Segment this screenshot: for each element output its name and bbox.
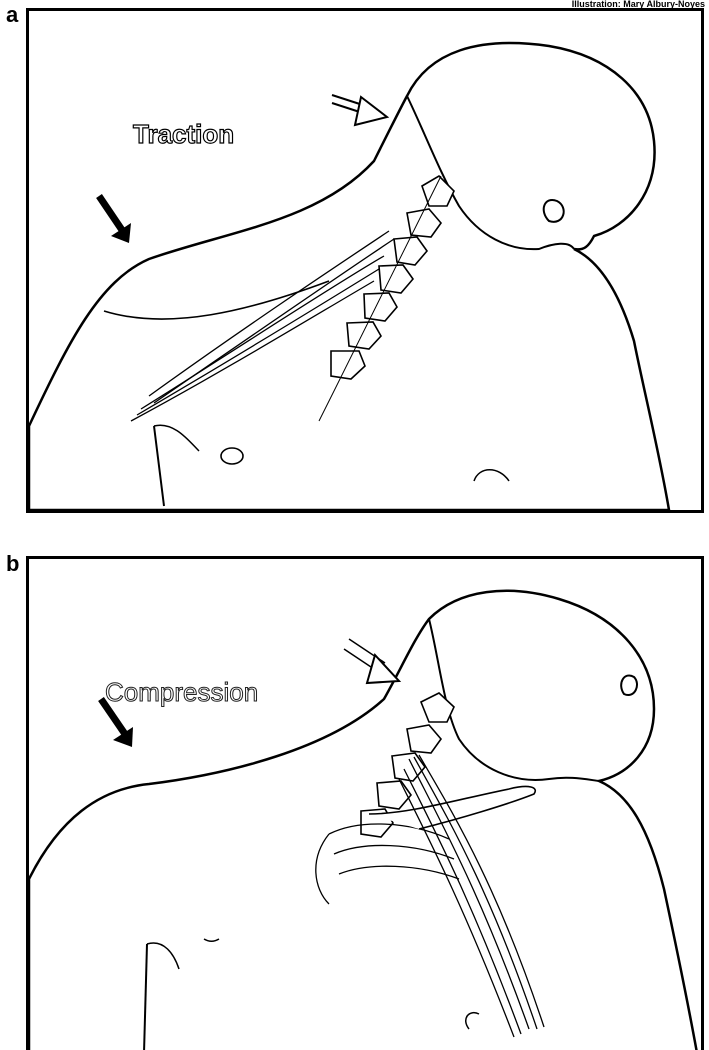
panel-a-label-traction: Traction — [133, 119, 234, 150]
panel-a-illustration — [29, 11, 701, 510]
panel-b-illustration — [29, 559, 701, 1050]
panel-b-label-compression: Compression — [105, 677, 258, 708]
panel-b-compression: Compression — [26, 556, 704, 1050]
panel-a-letter: a — [6, 4, 18, 26]
panel-a-traction: Traction — [26, 8, 704, 513]
panel-b-letter: b — [6, 553, 19, 575]
